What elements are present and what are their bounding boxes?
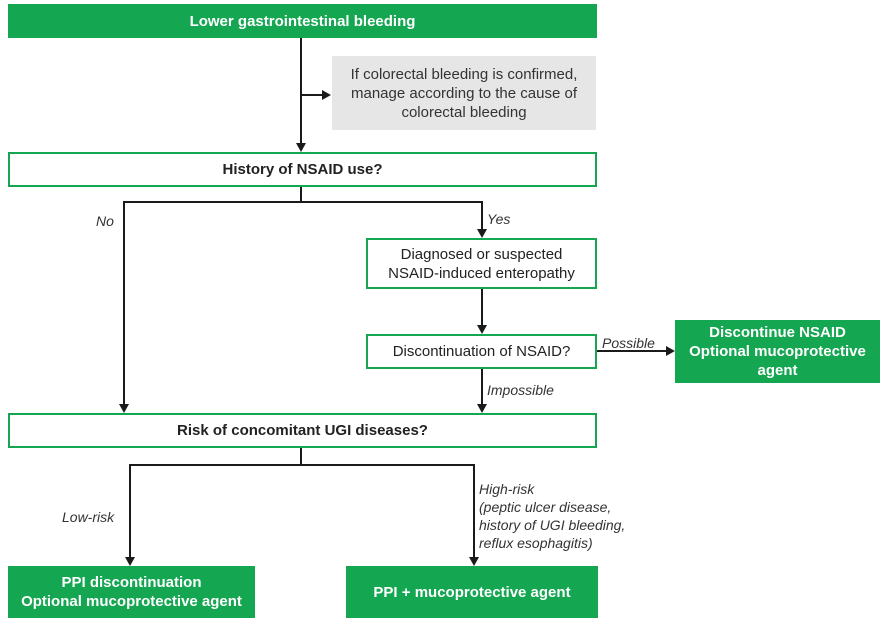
connector-high-risk: [473, 464, 475, 557]
enteropathy-line-1: Diagnosed or suspected: [400, 245, 563, 263]
ugi-risk-label: Risk of concomitant UGI diseases?: [177, 422, 428, 439]
edge-label-possible: Possible: [602, 335, 655, 351]
enteropathy-line-2: NSAID-induced enteropathy: [388, 264, 575, 282]
edge-label-high-risk-line-4: reflux esophagitis): [479, 535, 593, 551]
lower-gi-bleeding-label: Lower gastrointestinal bleeding: [189, 12, 416, 30]
ugi-risk-box: Risk of concomitant UGI diseases?: [8, 413, 597, 448]
enteropathy-box: Diagnosed or suspected NSAID-induced ent…: [366, 238, 597, 289]
arrowhead-impossible: [477, 404, 487, 413]
edge-label-high-risk-line-1: High-risk: [479, 481, 535, 497]
colorectal-note-line-3: colorectal bleeding: [401, 103, 527, 121]
arrowhead-yes-branch: [477, 229, 487, 238]
arrowhead-possible: [666, 346, 675, 356]
arrowhead-lgib-to-history: [296, 143, 306, 152]
discontinuation-question-box: Discontinuation of NSAID?: [366, 334, 597, 369]
ppi-discontinuation-box: PPI discontinuation Optional mucoprotect…: [8, 566, 255, 618]
edge-label-no: No: [96, 213, 114, 229]
discontinue-nsaid-box: Discontinue NSAID Optional mucoprotectiv…: [675, 320, 880, 383]
ppi-discontinuation-line-2: Optional mucoprotective agent: [21, 593, 242, 610]
connector-history-split: [123, 201, 483, 203]
discontinue-nsaid-line-3: agent: [757, 362, 798, 379]
nsaid-history-box: History of NSAID use?: [8, 152, 597, 187]
edge-label-impossible: Impossible: [487, 382, 554, 398]
arrowhead-low-risk: [125, 557, 135, 566]
discontinue-nsaid-line-2: Optional mucoprotective: [689, 343, 866, 360]
lower-gi-bleeding-box: Lower gastrointestinal bleeding: [8, 4, 597, 38]
edge-label-low-risk: Low-risk: [62, 509, 115, 525]
connector-low-risk: [129, 464, 131, 557]
colorectal-note-box: If colorectal bleeding is confirmed, man…: [332, 56, 596, 130]
connector-ugi-split: [129, 464, 475, 466]
arrowhead-no-branch: [119, 404, 129, 413]
ppi-mucoprotective-label: PPI + mucoprotective agent: [373, 583, 571, 601]
connector-yes-branch: [481, 201, 483, 229]
connector-impossible: [481, 369, 483, 404]
discontinue-nsaid-line-1: Discontinue NSAID: [709, 324, 846, 341]
connector-lgib-to-history: [300, 38, 302, 143]
arrowhead-enteropathy-to-discontinuation: [477, 325, 487, 334]
edge-label-high-risk-line-3: history of UGI bleeding,: [479, 517, 626, 533]
edge-label-high-risk-line-2: (peptic ulcer disease,: [479, 499, 612, 515]
edge-label-yes: Yes: [487, 211, 511, 227]
colorectal-note-line-1: If colorectal bleeding is confirmed,: [350, 65, 578, 83]
ppi-discontinuation-line-1: PPI discontinuation: [61, 574, 202, 591]
edge-label-high-risk: High-risk (peptic ulcer disease, history…: [479, 480, 625, 552]
ppi-mucoprotective-box: PPI + mucoprotective agent: [346, 566, 598, 618]
connector-to-colorectal-note: [301, 94, 322, 96]
arrowhead-to-colorectal-note: [322, 90, 331, 100]
nsaid-history-label: History of NSAID use?: [222, 161, 383, 178]
connector-history-stem: [300, 187, 302, 202]
discontinuation-question-label: Discontinuation of NSAID?: [392, 343, 571, 360]
arrowhead-high-risk: [469, 557, 479, 566]
connector-no-branch: [123, 201, 125, 404]
colorectal-note-line-2: manage according to the cause of: [351, 84, 577, 102]
connector-enteropathy-to-discontinuation: [481, 289, 483, 325]
connector-ugi-stem: [300, 448, 302, 465]
connector-possible: [597, 350, 666, 352]
